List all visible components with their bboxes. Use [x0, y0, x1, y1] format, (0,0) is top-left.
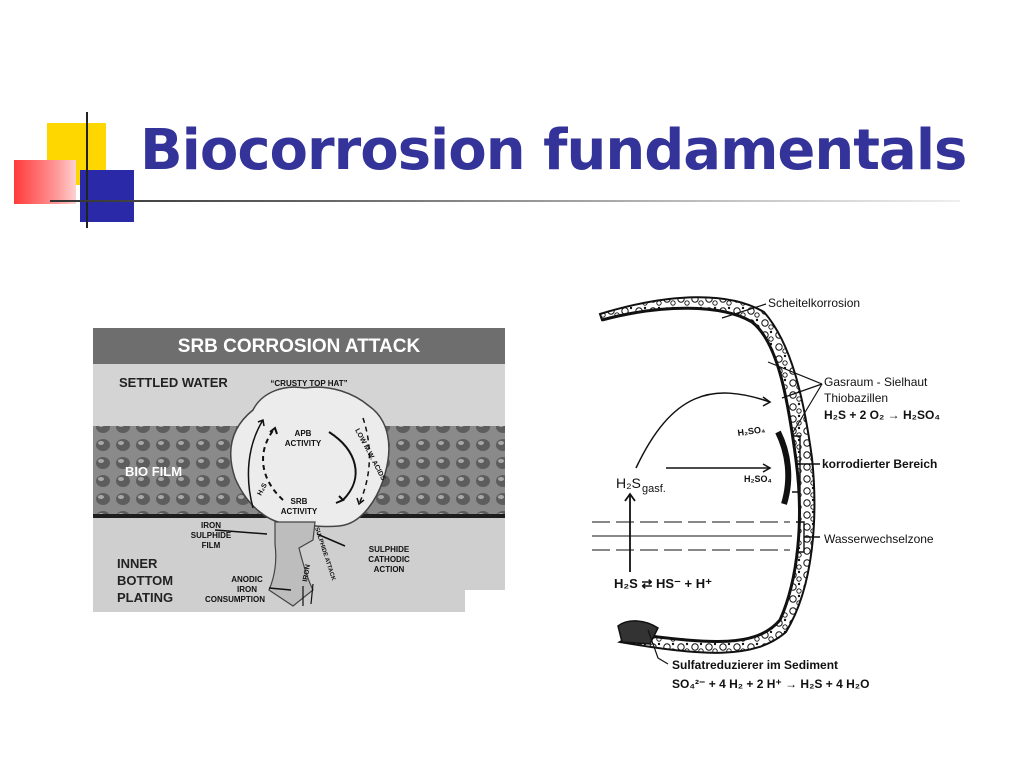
crusty-top-hat-label: “CRUSTY TOP HAT” — [270, 379, 347, 388]
anodic-iron-label-2: IRON — [237, 585, 257, 594]
sediment — [617, 620, 659, 645]
sewer-pipe-figure: Scheitelkorrosion Gasraum - Sielhaut Thi… — [592, 296, 940, 691]
iron-sulphide-film-label-2: SULPHIDE — [191, 531, 232, 540]
gasf-subscript: gasf. — [642, 483, 666, 495]
iron-sulphide-film-label-1: IRON — [201, 521, 221, 530]
srb-corrosion-figure: SRB CORROSION ATTACK SETTLED WATER “CRUS… — [93, 328, 505, 612]
korrodierter-bereich-label: korrodierter Bereich — [822, 457, 937, 471]
h2so4-label-lower: H₂SO₄ — [744, 474, 772, 484]
bio-film-label: BIO FILM — [125, 464, 182, 479]
gasraum-pointer-1 — [767, 361, 823, 385]
pipe-inner-surface — [601, 306, 801, 643]
wasserwechsel-bracket — [796, 521, 820, 553]
slide-title: Biocorrosion fundamentals — [140, 118, 967, 183]
thiobazillen-label: Thiobazillen — [824, 391, 888, 405]
iron-sulphide-film-label-3: FILM — [202, 541, 221, 550]
h2s-to-crown-arrow — [635, 392, 771, 469]
bottom-label: BOTTOM — [117, 573, 173, 588]
plating-label: PLATING — [117, 590, 173, 605]
sulphide-cathodic-label-3: ACTION — [374, 565, 405, 574]
sulphide-cathodic-label-2: CATHODIC — [368, 555, 410, 564]
h2s-gas-label: H₂S — [616, 475, 641, 491]
decorative-red-gradient-bar — [14, 160, 76, 204]
anodic-iron-label-3: CONSUMPTION — [205, 595, 265, 604]
sediment-pointer — [647, 629, 669, 665]
crusty-top-hat-mound — [230, 386, 390, 528]
dissociation-equation: H₂S ⇄ HS⁻ + H⁺ — [614, 576, 712, 591]
h2s-arrow — [262, 427, 284, 501]
iron-sulphide-pointer — [214, 529, 268, 535]
gasraum-pointer-3 — [791, 383, 823, 435]
decorative-blue-square — [80, 170, 134, 222]
sulfatreduzierer-label: Sulfatreduzierer im Sediment — [672, 658, 838, 672]
sulphide-cathodic-label-1: SULPHIDE — [369, 545, 410, 554]
srb-figure-heading: SRB CORROSION ATTACK — [178, 336, 421, 357]
srb-activity-label: ACTIVITY — [281, 507, 318, 516]
settled-water-label: SETTLED WATER — [119, 375, 228, 390]
title-underline — [50, 200, 960, 202]
inner-label: INNER — [117, 556, 158, 571]
cathodic-pointer — [316, 533, 346, 547]
srb-label: SRB — [291, 497, 308, 506]
gasraum-pointer-2 — [781, 383, 823, 399]
wasserwechselzone-label: Wasserwechselzone — [824, 532, 934, 546]
iron-pit-label: IRON — [302, 564, 312, 582]
decorative-vertical-line — [86, 112, 88, 228]
h2so4-label-upper: H₂SO₄ — [737, 424, 766, 438]
sulfate-reduction-equation: SO₄²⁻ + 4 H₂ + 2 H⁺ → H₂S + 4 H₂O — [672, 677, 869, 691]
korrodiert-bracket — [792, 435, 820, 493]
anodic-pointer — [268, 587, 292, 591]
anodic-iron-label-1: ANODIC — [231, 575, 263, 584]
gasraum-label: Gasraum - Sielhaut — [824, 375, 928, 389]
corroded-zone-marking — [775, 430, 792, 505]
low-mw-acids-arrow — [328, 431, 357, 501]
scheitelkorrosion-label: Scheitelkorrosion — [768, 296, 860, 310]
apb-activity-label: ACTIVITY — [285, 439, 322, 448]
scheitel-pointer — [721, 303, 767, 319]
apb-label: APB — [295, 429, 312, 438]
oxidation-equation: H₂S + 2 O₂ → H₂SO₄ — [824, 408, 940, 422]
